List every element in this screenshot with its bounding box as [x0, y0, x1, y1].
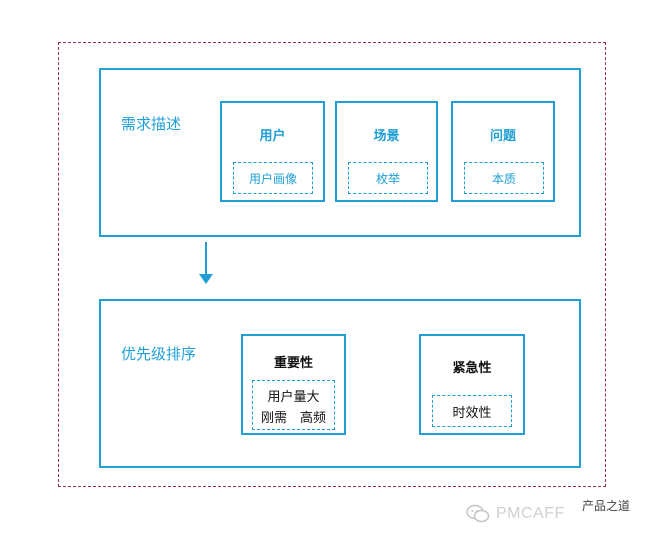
scene-card-title: 场景: [373, 129, 400, 144]
demand-panel-title: 需求描述: [121, 115, 182, 133]
user-card: 用户 用户画像: [220, 101, 325, 202]
scene-card: 场景 枚举: [335, 101, 438, 202]
user-card-title: 用户: [259, 129, 286, 144]
watermark-name: 产品之道: [582, 499, 631, 513]
down-arrow-icon: [199, 274, 213, 284]
urgency-card-tag: 时效性: [432, 395, 512, 427]
outer-frame: [58, 42, 606, 487]
down-arrow-shaft: [205, 242, 207, 276]
importance-tag-line-2: 刚需 高频: [260, 411, 326, 426]
problem-card-tag: 本质: [464, 162, 544, 194]
importance-tag-line-1: 用户量大: [267, 390, 320, 405]
urgency-card: 紧急性 时效性: [419, 334, 525, 435]
watermark-brand: PMCAFF: [496, 505, 565, 522]
user-card-tag: 用户画像: [233, 162, 313, 194]
importance-card: 重要性 用户量大 刚需 高频: [241, 334, 346, 435]
importance-card-tag: 用户量大 刚需 高频: [252, 380, 335, 430]
priority-panel-title: 优先级排序: [121, 345, 197, 363]
importance-card-title: 重要性: [273, 356, 313, 371]
problem-card: 问题 本质: [451, 101, 555, 202]
problem-card-title: 问题: [489, 129, 516, 144]
urgency-card-title: 紧急性: [452, 361, 492, 376]
wechat-icon: [466, 504, 490, 523]
scene-card-tag: 枚举: [348, 162, 428, 194]
watermark: PMCAFF: [466, 500, 565, 528]
